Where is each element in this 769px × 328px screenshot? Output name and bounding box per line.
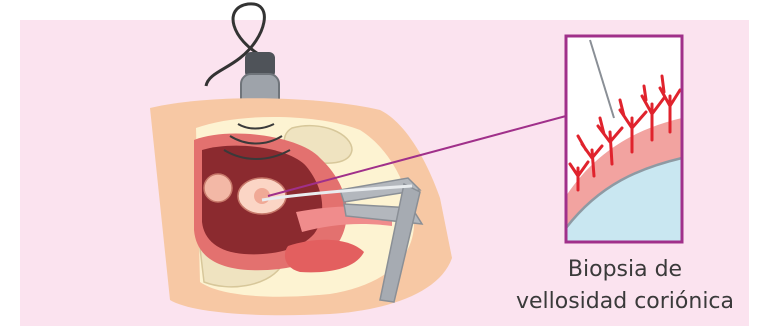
caption-line-2: vellosidad coriónica	[490, 286, 760, 318]
magnified-inset	[566, 36, 682, 242]
diagram-caption: Biopsia de vellosidad coriónica	[490, 254, 760, 318]
caption-line-1: Biopsia de	[490, 254, 760, 286]
